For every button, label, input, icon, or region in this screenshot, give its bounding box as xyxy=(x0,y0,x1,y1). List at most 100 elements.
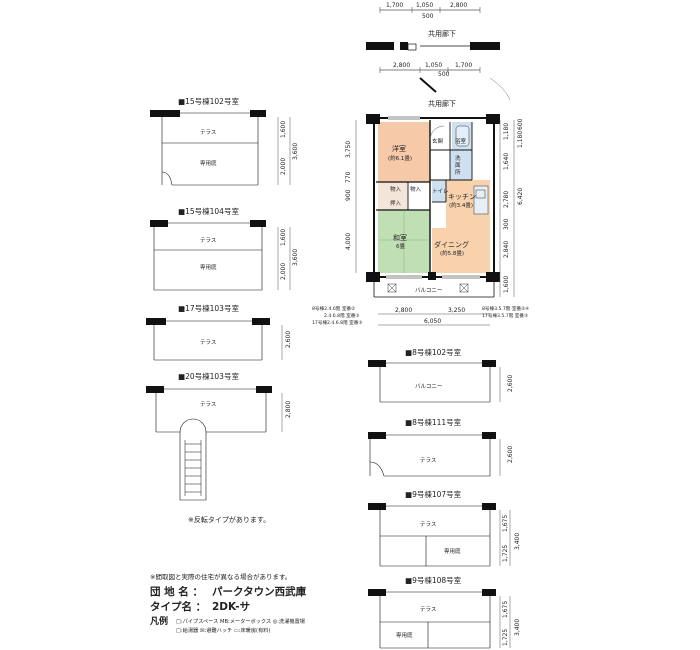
mid-dim-b: 1,050 xyxy=(425,62,442,69)
plan-9-108: ■9号棟108号室 テラス 専用庭 1,675 1,725 3,400 xyxy=(368,575,521,649)
plan-8-102-label: バルコニー xyxy=(415,383,442,390)
plan-9-107-title: ■9号棟107号室 xyxy=(405,489,462,499)
top-corridor-label: 共用廊下 xyxy=(428,29,456,38)
label-wash-1: 洗 xyxy=(455,154,461,162)
note-1: 8号棟2.4.6階 室番② xyxy=(312,305,355,312)
right-dim-6: 1,600 xyxy=(503,276,510,293)
plan-15-102-garden: 専用庭 xyxy=(200,159,217,167)
label-wash-3: 所 xyxy=(455,168,461,176)
plan-8-102-dim: 2,600 xyxy=(507,375,514,392)
label-storage-1: 物入 xyxy=(390,185,402,193)
right-dim-3: 2,780 xyxy=(503,191,510,208)
bottom-dim-total: 6,050 xyxy=(424,318,441,325)
mid-corridor-snippet: 2,800 1,050 1,700 500 xyxy=(379,62,511,101)
plan-15-102: ■15号棟102号室 テラス 専用庭 1,600 2,000 3,600 xyxy=(150,96,299,186)
bottom-dim-2: 3,250 xyxy=(448,307,465,314)
note-2: 2.4.6.8階 室番③ xyxy=(324,312,359,319)
left-dim-2: 900 xyxy=(345,189,352,201)
plan-9-108-terrace: テラス xyxy=(420,606,436,613)
right-dim-4: 300 xyxy=(503,218,510,230)
plan-20-103: ■20号棟103号室 テラス 2,800 xyxy=(146,371,292,501)
plan-20-103-terrace: テラス xyxy=(200,401,216,408)
plan-17-103: ■17号棟103号室 テラス 2,600 xyxy=(146,303,292,361)
plan-15-102-dim-3: 3,600 xyxy=(292,143,299,160)
type-label: タイプ名 ： xyxy=(150,600,206,613)
plan-8-111-dim: 2,600 xyxy=(507,446,514,463)
mid-dim-d: 500 xyxy=(438,71,450,78)
plan-9-107-dim-2: 1,725 xyxy=(502,545,509,562)
plan-9-108-title: ■9号棟108号室 xyxy=(405,575,462,585)
bottom-dim-1: 2,800 xyxy=(395,307,412,314)
left-dim-3: 770 xyxy=(345,171,352,183)
left-dim-4: 4,000 xyxy=(345,233,352,250)
label-western: 洋室 xyxy=(392,144,406,153)
main-floor-plan: 共用廊下 xyxy=(312,99,529,326)
main-corridor-label: 共用廊下 xyxy=(428,99,456,108)
top-dim-c: 2,800 xyxy=(450,2,467,9)
plan-8-111-label: テラス xyxy=(420,457,436,464)
room-storage xyxy=(378,182,408,210)
top-corridor-snippet: 1,700 1,050 2,800 500 共用廊下 xyxy=(366,2,500,51)
mid-dim-a: 2,800 xyxy=(393,62,410,69)
plan-9-107-garden: 専用庭 xyxy=(444,547,461,555)
plan-8-111-title: ■8号棟111号室 xyxy=(405,417,462,427)
room-western xyxy=(378,122,430,182)
right-dim-1: 1,180 xyxy=(503,123,510,140)
disclaimer: ※間取図と実際の住宅が異なる場合があります。 xyxy=(150,572,291,581)
estate-name: パークタウン西武庫 xyxy=(212,585,307,598)
label-closet: 押入 xyxy=(390,199,402,207)
label-dining: ダイニング xyxy=(434,240,469,249)
plan-9-108-dim-3: 3,400 xyxy=(514,619,521,636)
right-dim-5: 2,840 xyxy=(503,241,510,258)
label-storage-2: 物入 xyxy=(410,185,422,193)
label-dining-size: (約5.8畳) xyxy=(440,249,464,257)
plan-15-102-dim-2: 2,000 xyxy=(280,158,287,175)
label-wash-2: 面 xyxy=(455,162,461,169)
label-bath: 浴室 xyxy=(455,137,467,145)
reverse-type-note: ※反転タイプがあります。 xyxy=(188,515,270,524)
plan-9-108-dim-1: 1,675 xyxy=(502,601,509,618)
plan-9-107-dim-3: 3,400 xyxy=(514,533,521,550)
label-entrance: 玄関 xyxy=(432,137,444,145)
plan-8-111: ■8号棟111号室 テラス 2,600 xyxy=(368,417,514,477)
top-dim-b: 1,050 xyxy=(416,2,433,9)
label-japanese: 和室 xyxy=(393,233,407,242)
plan-20-103-dim-1: 2,800 xyxy=(285,401,292,418)
plan-9-107-dim-1: 1,675 xyxy=(502,515,509,532)
plan-15-104-title: ■15号棟104号室 xyxy=(178,206,239,216)
right-top-dim-1: 600 xyxy=(517,118,524,130)
label-kitchen: キッチン xyxy=(448,193,476,201)
legend: ※間取図と実際の住宅が異なる場合があります。 団 地 名 ： パークタウン西武庫… xyxy=(149,572,307,634)
label-western-size: (約6.1畳) xyxy=(388,154,412,162)
plan-17-103-dim-1: 2,600 xyxy=(285,331,292,348)
plan-15-104-dim-2: 2,000 xyxy=(280,263,287,280)
plan-15-104-dim-3: 3,600 xyxy=(292,249,299,266)
type-name: 2DK-サ xyxy=(212,601,250,613)
label-balcony: バルコニー xyxy=(415,287,442,294)
label-toilet: トイレ xyxy=(432,189,449,195)
plan-8-102: ■8号棟102号室 バルコニー 2,600 xyxy=(368,347,514,403)
plan-9-107: ■9号棟107号室 テラス 専用庭 1,675 1,725 3,400 xyxy=(368,489,521,567)
plan-9-108-garden: 専用庭 xyxy=(396,631,413,639)
legend-line-2: □:給湯器 ☒:避難ハッチ ▭:床暖房(有料) xyxy=(176,626,270,634)
plan-15-104-garden: 専用庭 xyxy=(200,263,217,271)
note-4: 8号棟3.5.7階 室番②④ xyxy=(482,305,529,312)
plan-17-103-terrace: テラス xyxy=(200,339,216,346)
right-dim-2: 1,640 xyxy=(503,153,510,170)
plan-15-104: ■15号棟104号室 テラス 専用庭 1,600 2,000 3,600 xyxy=(150,206,299,291)
plan-9-108-dim-2: 1,725 xyxy=(502,629,509,646)
plan-15-102-title: ■15号棟102号室 xyxy=(178,96,239,106)
plan-15-104-dim-1: 1,600 xyxy=(280,229,287,246)
plan-17-103-title: ■17号棟103号室 xyxy=(178,303,239,313)
estate-label: 団 地 名 ： xyxy=(150,585,203,598)
plan-20-103-title: ■20号棟103号室 xyxy=(178,371,239,381)
legend-line-1: □:パイプスペース MB:メーターボックス ◎:洗濯機置場 xyxy=(176,617,305,625)
left-dim-1: 3,750 xyxy=(345,141,352,158)
plan-15-102-dim-1: 1,600 xyxy=(280,121,287,138)
plan-15-104-terrace: テラス xyxy=(200,237,216,244)
top-dim-d: 500 xyxy=(422,13,434,20)
label-kitchen-size: (約3.4畳) xyxy=(449,201,473,209)
right-top-dim-2: 1,180 xyxy=(517,131,524,148)
example-label: 凡例 xyxy=(149,615,168,627)
